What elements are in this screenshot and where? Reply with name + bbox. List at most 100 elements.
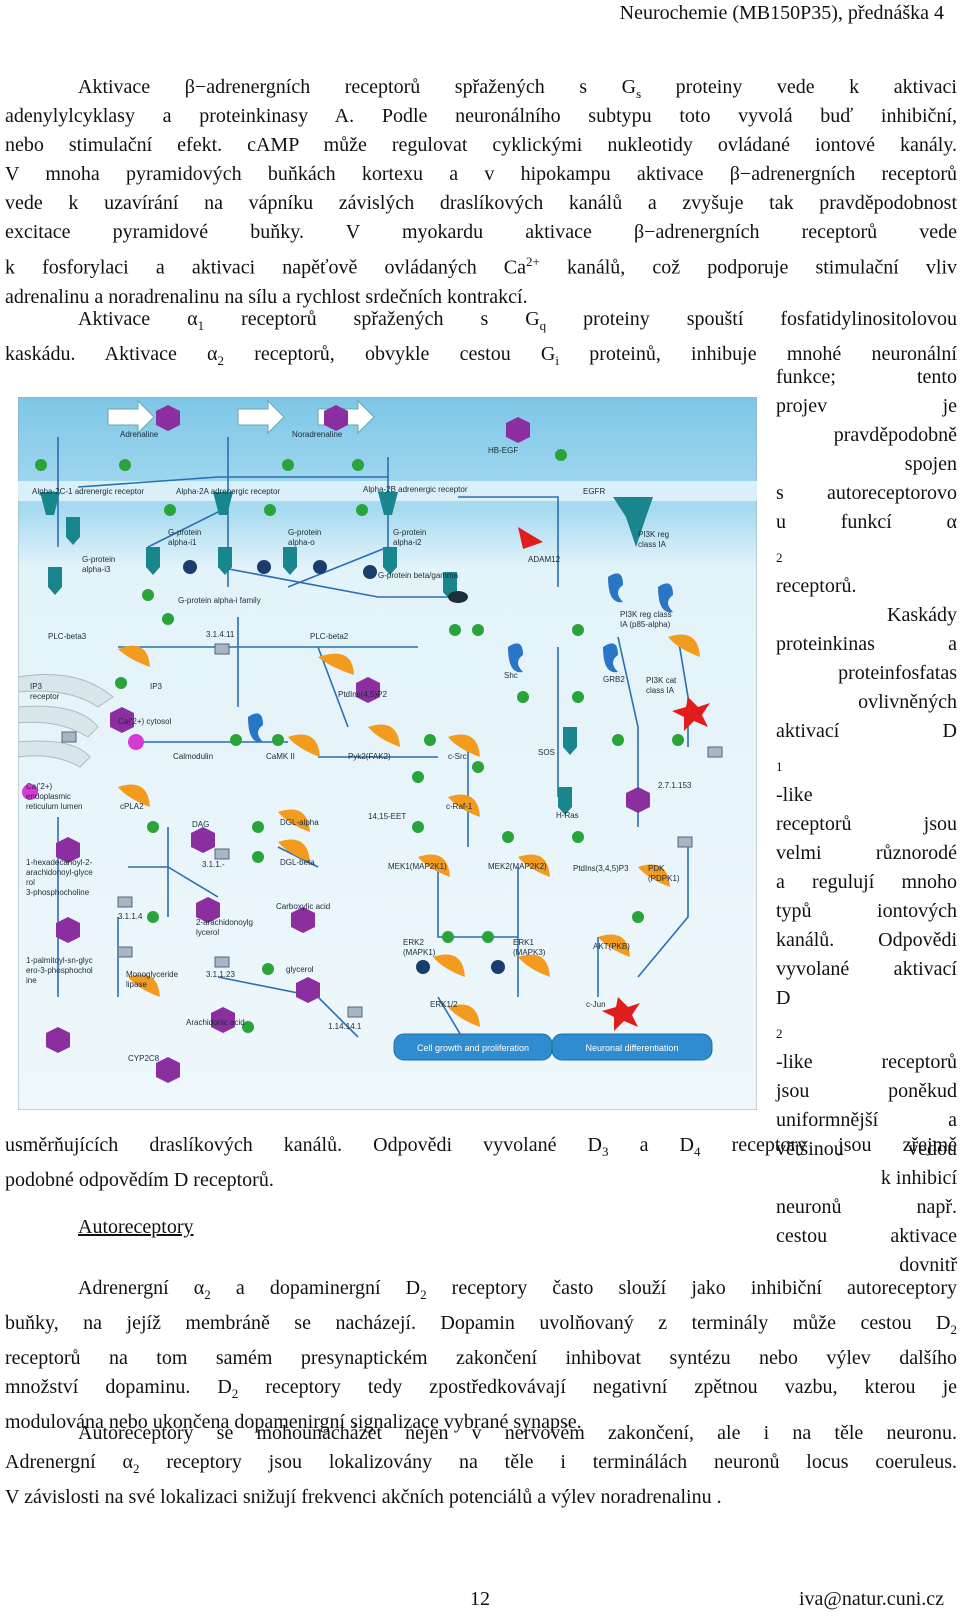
hexagon-icon xyxy=(506,417,530,443)
phosphorylation-marker xyxy=(612,734,624,746)
hexagon-icon xyxy=(324,405,348,431)
binding-marker xyxy=(230,734,242,746)
label-pyk2: Pyk2(FAK2) xyxy=(348,752,391,761)
enzyme-icon xyxy=(518,854,550,877)
catalysis-marker xyxy=(252,851,264,863)
hexagon-icon xyxy=(211,1007,235,1033)
binding-marker xyxy=(35,459,47,471)
label-gpai3: G-protein xyxy=(82,555,115,564)
label-gpai1: G-protein xyxy=(168,528,201,537)
label-erk1: ERK1 xyxy=(513,938,534,947)
reaction-node xyxy=(677,836,693,848)
hexagon-icon xyxy=(626,787,650,813)
enzyme-icon xyxy=(418,854,450,877)
label-ca2-er-b: endoplasmic xyxy=(26,792,71,801)
hexagon-icon xyxy=(156,1057,180,1083)
label-hb-egf: HB-EGF xyxy=(488,446,518,455)
label-dgl-beta: DGL-beta xyxy=(280,858,315,867)
er-membrane xyxy=(18,705,99,738)
hexagon-icon xyxy=(156,405,180,431)
label-pi3k-cat: PI3K cat xyxy=(646,676,677,685)
label-mek2: MEK2(MAP2K2) xyxy=(488,862,547,871)
label-calmodulin: Calmodulin xyxy=(173,752,213,761)
paragraph-3: usměrňujících draslíkových kanálů. Odpov… xyxy=(5,1134,957,1191)
label-shc: Shc xyxy=(504,671,518,680)
label-c-src: c-Src xyxy=(448,752,467,761)
label-1-14-14-1: 1.14.14.1 xyxy=(328,1022,362,1031)
paragraph-1-lead: Aktivace β−adrenergních receptorů spřaže… xyxy=(78,76,957,101)
binding-marker xyxy=(555,449,567,461)
receptor-icon xyxy=(213,492,233,515)
page-number: 12 xyxy=(470,1588,490,1610)
label-gpai2-b: alpha-i2 xyxy=(393,538,422,547)
receptor-icon xyxy=(378,492,398,515)
label-ptdins345: PtdIns(3,4,5)P3 xyxy=(573,864,629,873)
label-ptdins45: PtdIns(4,5)P2 xyxy=(338,690,387,699)
label-pi3k-p85: PI3K reg class xyxy=(620,610,672,619)
page-header: Neurochemie (MB150P35), přednáška 4 xyxy=(619,2,944,24)
label-alpha-2a: Alpha-2A adrenergic receptor xyxy=(176,487,280,496)
reaction-node xyxy=(117,896,133,908)
enzyme-icon xyxy=(368,724,400,747)
ras-icon xyxy=(558,787,572,815)
label-arachidonoylglycerol: 2-arachidonoylg xyxy=(196,918,253,927)
outcome-neuronal-differentiation-label: Neuronal differentiation xyxy=(586,1043,679,1053)
label-gp-beta-gamma: G-protein beta/gamma xyxy=(378,571,459,580)
phosphorylation-marker xyxy=(412,821,424,833)
label-hexadecanoyl-c: rol xyxy=(26,878,35,887)
phosphorylation-marker xyxy=(572,831,584,843)
label-alpha-2b: Alpha-2B adrenergic receptor xyxy=(363,485,468,494)
transformation-marker xyxy=(142,589,154,601)
label-14-15-eet: 14,15-EET xyxy=(368,812,406,821)
binding-marker xyxy=(162,613,174,625)
label-hexadecanoyl-d: 3-phosphocholine xyxy=(26,888,90,897)
label-dgl-alpha: DGL-alpha xyxy=(280,818,319,827)
label-c-jun: c-Jun xyxy=(586,1000,606,1009)
label-gpai1-b: alpha-i1 xyxy=(168,538,197,547)
gr-marker xyxy=(313,560,327,574)
reaction-node xyxy=(214,643,230,655)
catalysis-marker xyxy=(242,1021,254,1033)
hexagon-icon xyxy=(291,907,315,933)
g-protein-icon xyxy=(218,547,232,575)
label-3-1-1-23: 3.1.1.23 xyxy=(206,970,235,979)
label-pi3k-reg-b: class IA xyxy=(638,540,667,549)
reaction-node xyxy=(61,731,77,743)
hexagon-icon xyxy=(296,977,320,1003)
enzyme-icon xyxy=(118,645,150,667)
label-pi3k-p85-b: IA (p85-alpha) xyxy=(620,620,671,629)
enzyme-icon xyxy=(118,784,150,807)
label-sos: SOS xyxy=(538,748,555,757)
binding-marker xyxy=(119,459,131,471)
label-pi3k-reg: PI3K reg xyxy=(638,530,669,539)
er-membrane xyxy=(18,740,91,768)
outcome-cell-growth-label: Cell growth and proliferation xyxy=(417,1043,529,1053)
catalysis-marker xyxy=(147,911,159,923)
binding-marker xyxy=(572,691,584,703)
label-3-1-4-11: 3.1.4.11 xyxy=(206,630,235,639)
phosphorylation-marker xyxy=(472,624,484,636)
label-gpai3-b: alpha-i3 xyxy=(82,565,111,574)
label-3-1-1-4: 3.1.1.4 xyxy=(118,912,143,921)
receptor-icon xyxy=(613,497,653,547)
hexagon-icon xyxy=(56,917,80,943)
label-ca2-cytosol: Ca('2+) cytosol xyxy=(118,717,172,726)
label-cyp2c8: CYP2C8 xyxy=(128,1054,160,1063)
enzyme-icon xyxy=(278,839,310,862)
phosphorylation-marker xyxy=(482,931,494,943)
gr-marker xyxy=(416,960,430,974)
enzyme-icon xyxy=(128,974,160,997)
label-plc-beta2: PLC-beta2 xyxy=(310,632,349,641)
wrapped-side-text: funkce; tento projev je pravděpodobně sp… xyxy=(776,366,957,1276)
label-carboxylic-acid: Carboxylic acid xyxy=(276,902,330,911)
phosphorylation-marker xyxy=(442,931,454,943)
label-ip3-receptor-b: receptor xyxy=(30,692,60,701)
protease-icon xyxy=(518,527,543,549)
phosphorylation-marker xyxy=(272,734,284,746)
label-noradrenaline: Noradrenaline xyxy=(292,430,343,439)
label-arachidonic-acid: Arachidonic acid xyxy=(186,1018,245,1027)
paragraph-2: Aktivace α1 receptorů spřažených s Gq pr… xyxy=(5,308,957,368)
label-hexadecanoyl-b: arachidonoyl-glyce xyxy=(26,868,93,877)
binding-marker xyxy=(115,677,127,689)
paragraph-4: Adrenergní α2 a dopaminergní D2 receptor… xyxy=(5,1277,957,1433)
